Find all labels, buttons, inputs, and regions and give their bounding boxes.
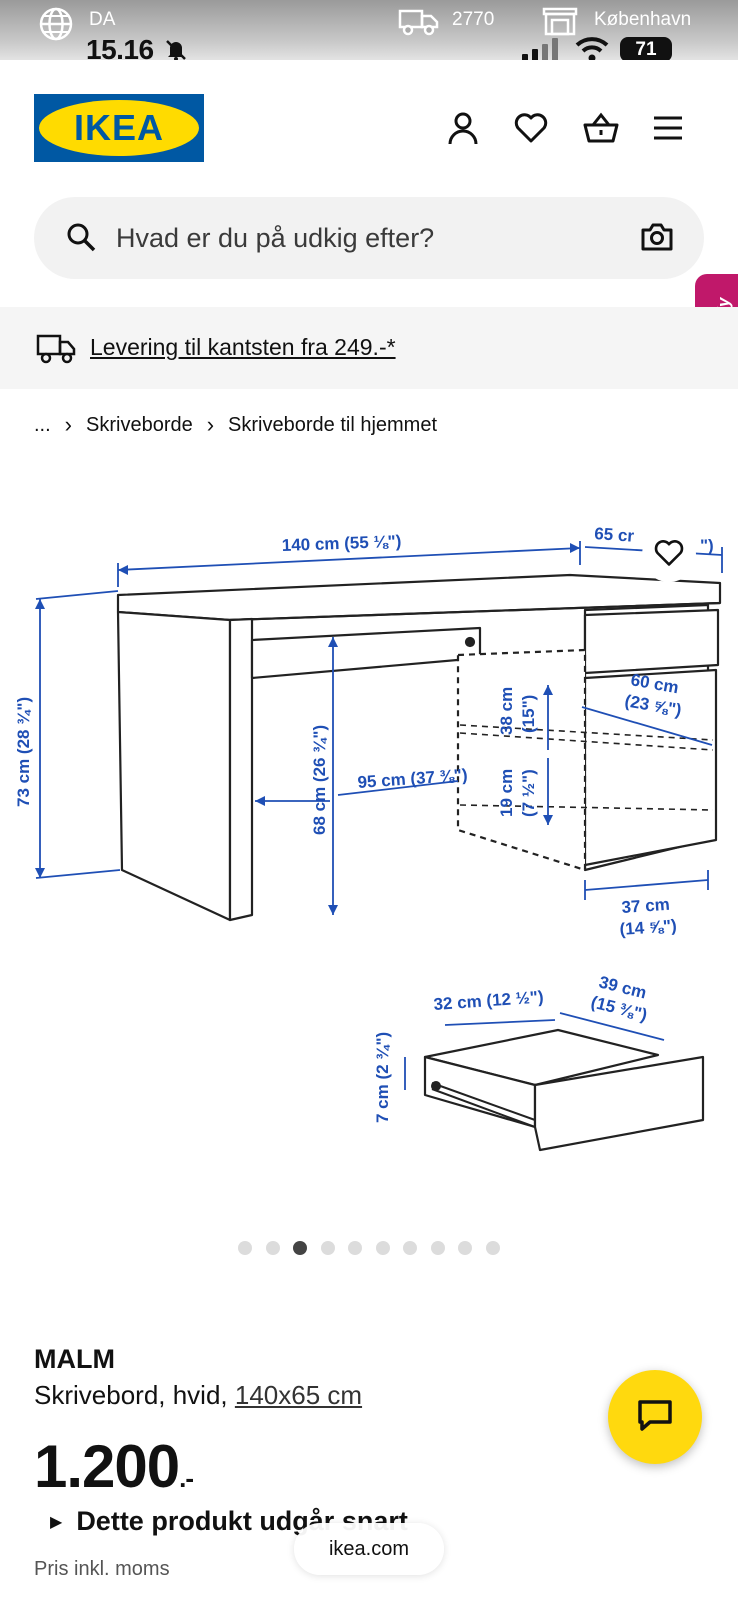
battery-indicator: 71 <box>620 37 672 62</box>
product-dimension-drawing[interactable]: 140 cm (55 ⅛") 65 cr ") 73 cm (28 ¾") 68… <box>0 495 738 1245</box>
chevron-right-icon: › <box>64 412 72 437</box>
dim-drawer-inner-width: 32 cm (12 ½") <box>433 987 544 1014</box>
delivery-truck-icon <box>36 332 76 369</box>
dim-leg-width: 95 cm (37 ⅜") <box>357 765 468 792</box>
menu-icon[interactable] <box>651 110 687 146</box>
carousel-dot[interactable] <box>403 1241 417 1255</box>
search-input[interactable] <box>116 197 596 279</box>
search-icon[interactable] <box>66 222 96 257</box>
dim-height: 73 cm (28 ¾") <box>14 697 33 807</box>
clock: 15.16 <box>86 34 154 65</box>
delivery-banner[interactable]: Levering til kantsten fra 249.-* <box>0 307 738 389</box>
language-label[interactable]: DA <box>89 9 116 30</box>
favorite-button[interactable] <box>642 528 696 582</box>
dim-drawer-height: 7 cm (2 ¾") <box>373 1032 392 1123</box>
basket-icon[interactable] <box>582 110 619 146</box>
delivery-link[interactable]: Levering til kantsten fra 249.-* <box>90 334 396 360</box>
ikea-logo[interactable]: IKEA <box>34 94 204 162</box>
postal-code-label[interactable]: 2770 <box>452 9 495 30</box>
price-suffix: .- <box>179 1463 194 1493</box>
price-value: 1.200 <box>34 1433 180 1500</box>
carousel-dot[interactable] <box>375 1241 390 1255</box>
delivery-truck-icon[interactable] <box>398 8 440 42</box>
breadcrumb: ... › Skriveborde › Skriveborde til hjem… <box>34 412 437 438</box>
product-size-link[interactable]: 140x65 cm <box>234 1380 363 1410</box>
signal-icon <box>522 38 560 67</box>
store-label[interactable]: København <box>594 9 692 30</box>
dim-shelf-1: 38 cm <box>497 687 516 735</box>
heart-icon[interactable] <box>513 110 549 146</box>
browser-url-bar[interactable]: ikea.com <box>294 1523 444 1575</box>
dim-leg-height: 68 cm (26 ¾") <box>310 725 329 835</box>
product-description: Skrivebord, hvid, 140x65 cm <box>34 1380 362 1411</box>
bell-muted-icon <box>164 38 188 67</box>
globe-icon[interactable] <box>38 6 74 48</box>
breadcrumb-ellipsis[interactable]: ... <box>34 413 51 436</box>
dim-drawer-width-a-in: (14 ⅝") <box>619 916 677 939</box>
chat-button[interactable] <box>608 1370 702 1464</box>
profile-icon[interactable] <box>445 110 481 146</box>
product-name: MALM <box>34 1344 115 1374</box>
product-price: 1.200.- <box>34 1432 194 1501</box>
carousel-dot[interactable] <box>458 1241 472 1255</box>
heart-icon <box>653 538 685 573</box>
breadcrumb-item-skriveborde-hjemmet[interactable]: Skriveborde til hjemmet <box>228 413 438 436</box>
site-header: IKEA <box>0 60 738 190</box>
triangle-right-icon: ▶ <box>50 1513 63 1531</box>
dim-shelf-2-in: (7 ½") <box>519 769 538 817</box>
logo-text: IKEA <box>74 107 164 148</box>
store-icon[interactable] <box>541 6 579 42</box>
dim-depth-suffix: ") <box>700 536 714 555</box>
dim-shelf-1-in: (15") <box>519 695 538 733</box>
carousel-dot[interactable] <box>238 1241 252 1255</box>
carousel-dot[interactable] <box>265 1241 280 1255</box>
carousel-dot[interactable] <box>430 1241 445 1255</box>
carousel-dot[interactable] <box>293 1241 307 1255</box>
dim-shelf-2: 19 cm <box>497 769 516 817</box>
vat-note: Pris inkl. moms <box>34 1558 170 1580</box>
carousel-dot[interactable] <box>485 1241 500 1255</box>
dim-drawer-width-a: 37 cm <box>621 895 670 917</box>
breadcrumb-item-skriveborde[interactable]: Skriveborde <box>86 413 193 436</box>
camera-icon[interactable] <box>640 220 674 259</box>
status-bar: DA 2770 København 15.16 71 <box>0 0 738 65</box>
carousel-dots <box>238 1241 513 1255</box>
carousel-dot[interactable] <box>348 1241 362 1255</box>
wifi-icon <box>575 36 609 67</box>
chevron-right-icon: › <box>206 412 215 437</box>
dim-width: 140 cm (55 ⅛") <box>281 532 401 555</box>
search-bar[interactable] <box>34 197 704 279</box>
product-type: Skrivebord, hvid, <box>34 1380 235 1410</box>
carousel-dot[interactable] <box>320 1241 335 1255</box>
dim-depth: 65 cr <box>594 524 635 546</box>
chat-icon <box>636 1398 674 1437</box>
